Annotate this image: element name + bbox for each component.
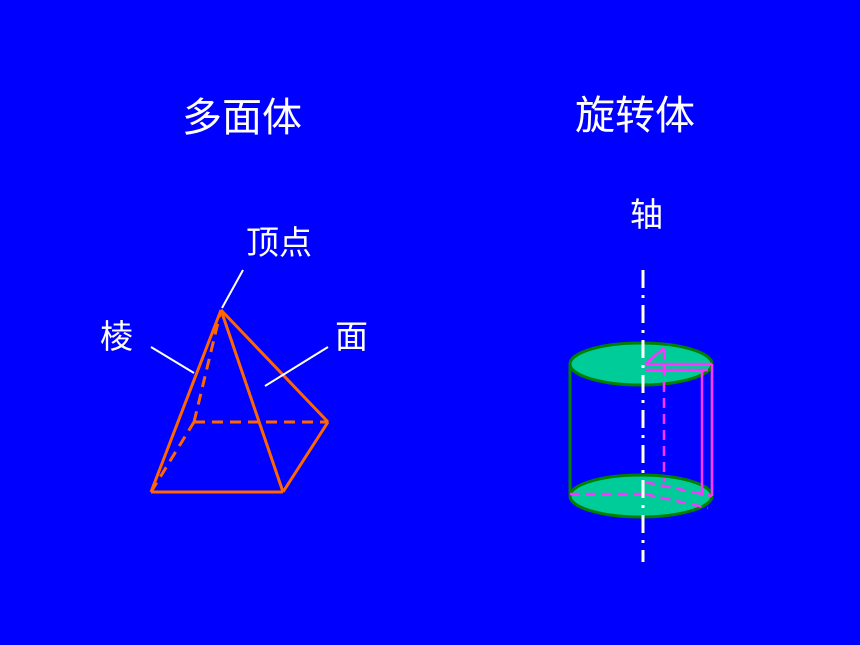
pointer-lines bbox=[150, 269, 329, 387]
pyramid-lateral-edge-left bbox=[149, 309, 223, 493]
pyramid-base-right-edge bbox=[281, 421, 330, 493]
solid-of-revolution-title: 旋转体 bbox=[575, 93, 695, 139]
axis-label: 轴 bbox=[630, 195, 663, 234]
pyramid bbox=[149, 308, 330, 494]
pyramid-lateral-edge-right bbox=[219, 308, 330, 424]
polyhedron-title: 多面体 bbox=[182, 95, 302, 141]
rotating-rectangle bbox=[570, 347, 714, 510]
rotating-rect-diagonal bbox=[644, 347, 665, 365]
cylinder bbox=[568, 270, 714, 562]
pyramid-lateral-edge-front bbox=[219, 309, 285, 493]
face-label: 面 bbox=[335, 317, 368, 356]
face-pointer bbox=[264, 346, 329, 387]
edge-label: 棱 bbox=[100, 317, 133, 356]
vertex-pointer bbox=[221, 269, 244, 309]
pyramid-hidden-edge-back-lateral bbox=[192, 309, 223, 423]
pyramid-hidden-edge-back-left bbox=[149, 421, 196, 493]
rotating-rect-bottom-right bbox=[644, 480, 713, 498]
cylinder-bottom-face bbox=[568, 473, 714, 519]
vertex-label: 顶点 bbox=[246, 223, 312, 262]
rotating-rect-bottom-back bbox=[644, 492, 709, 510]
edge-pointer bbox=[150, 346, 195, 374]
